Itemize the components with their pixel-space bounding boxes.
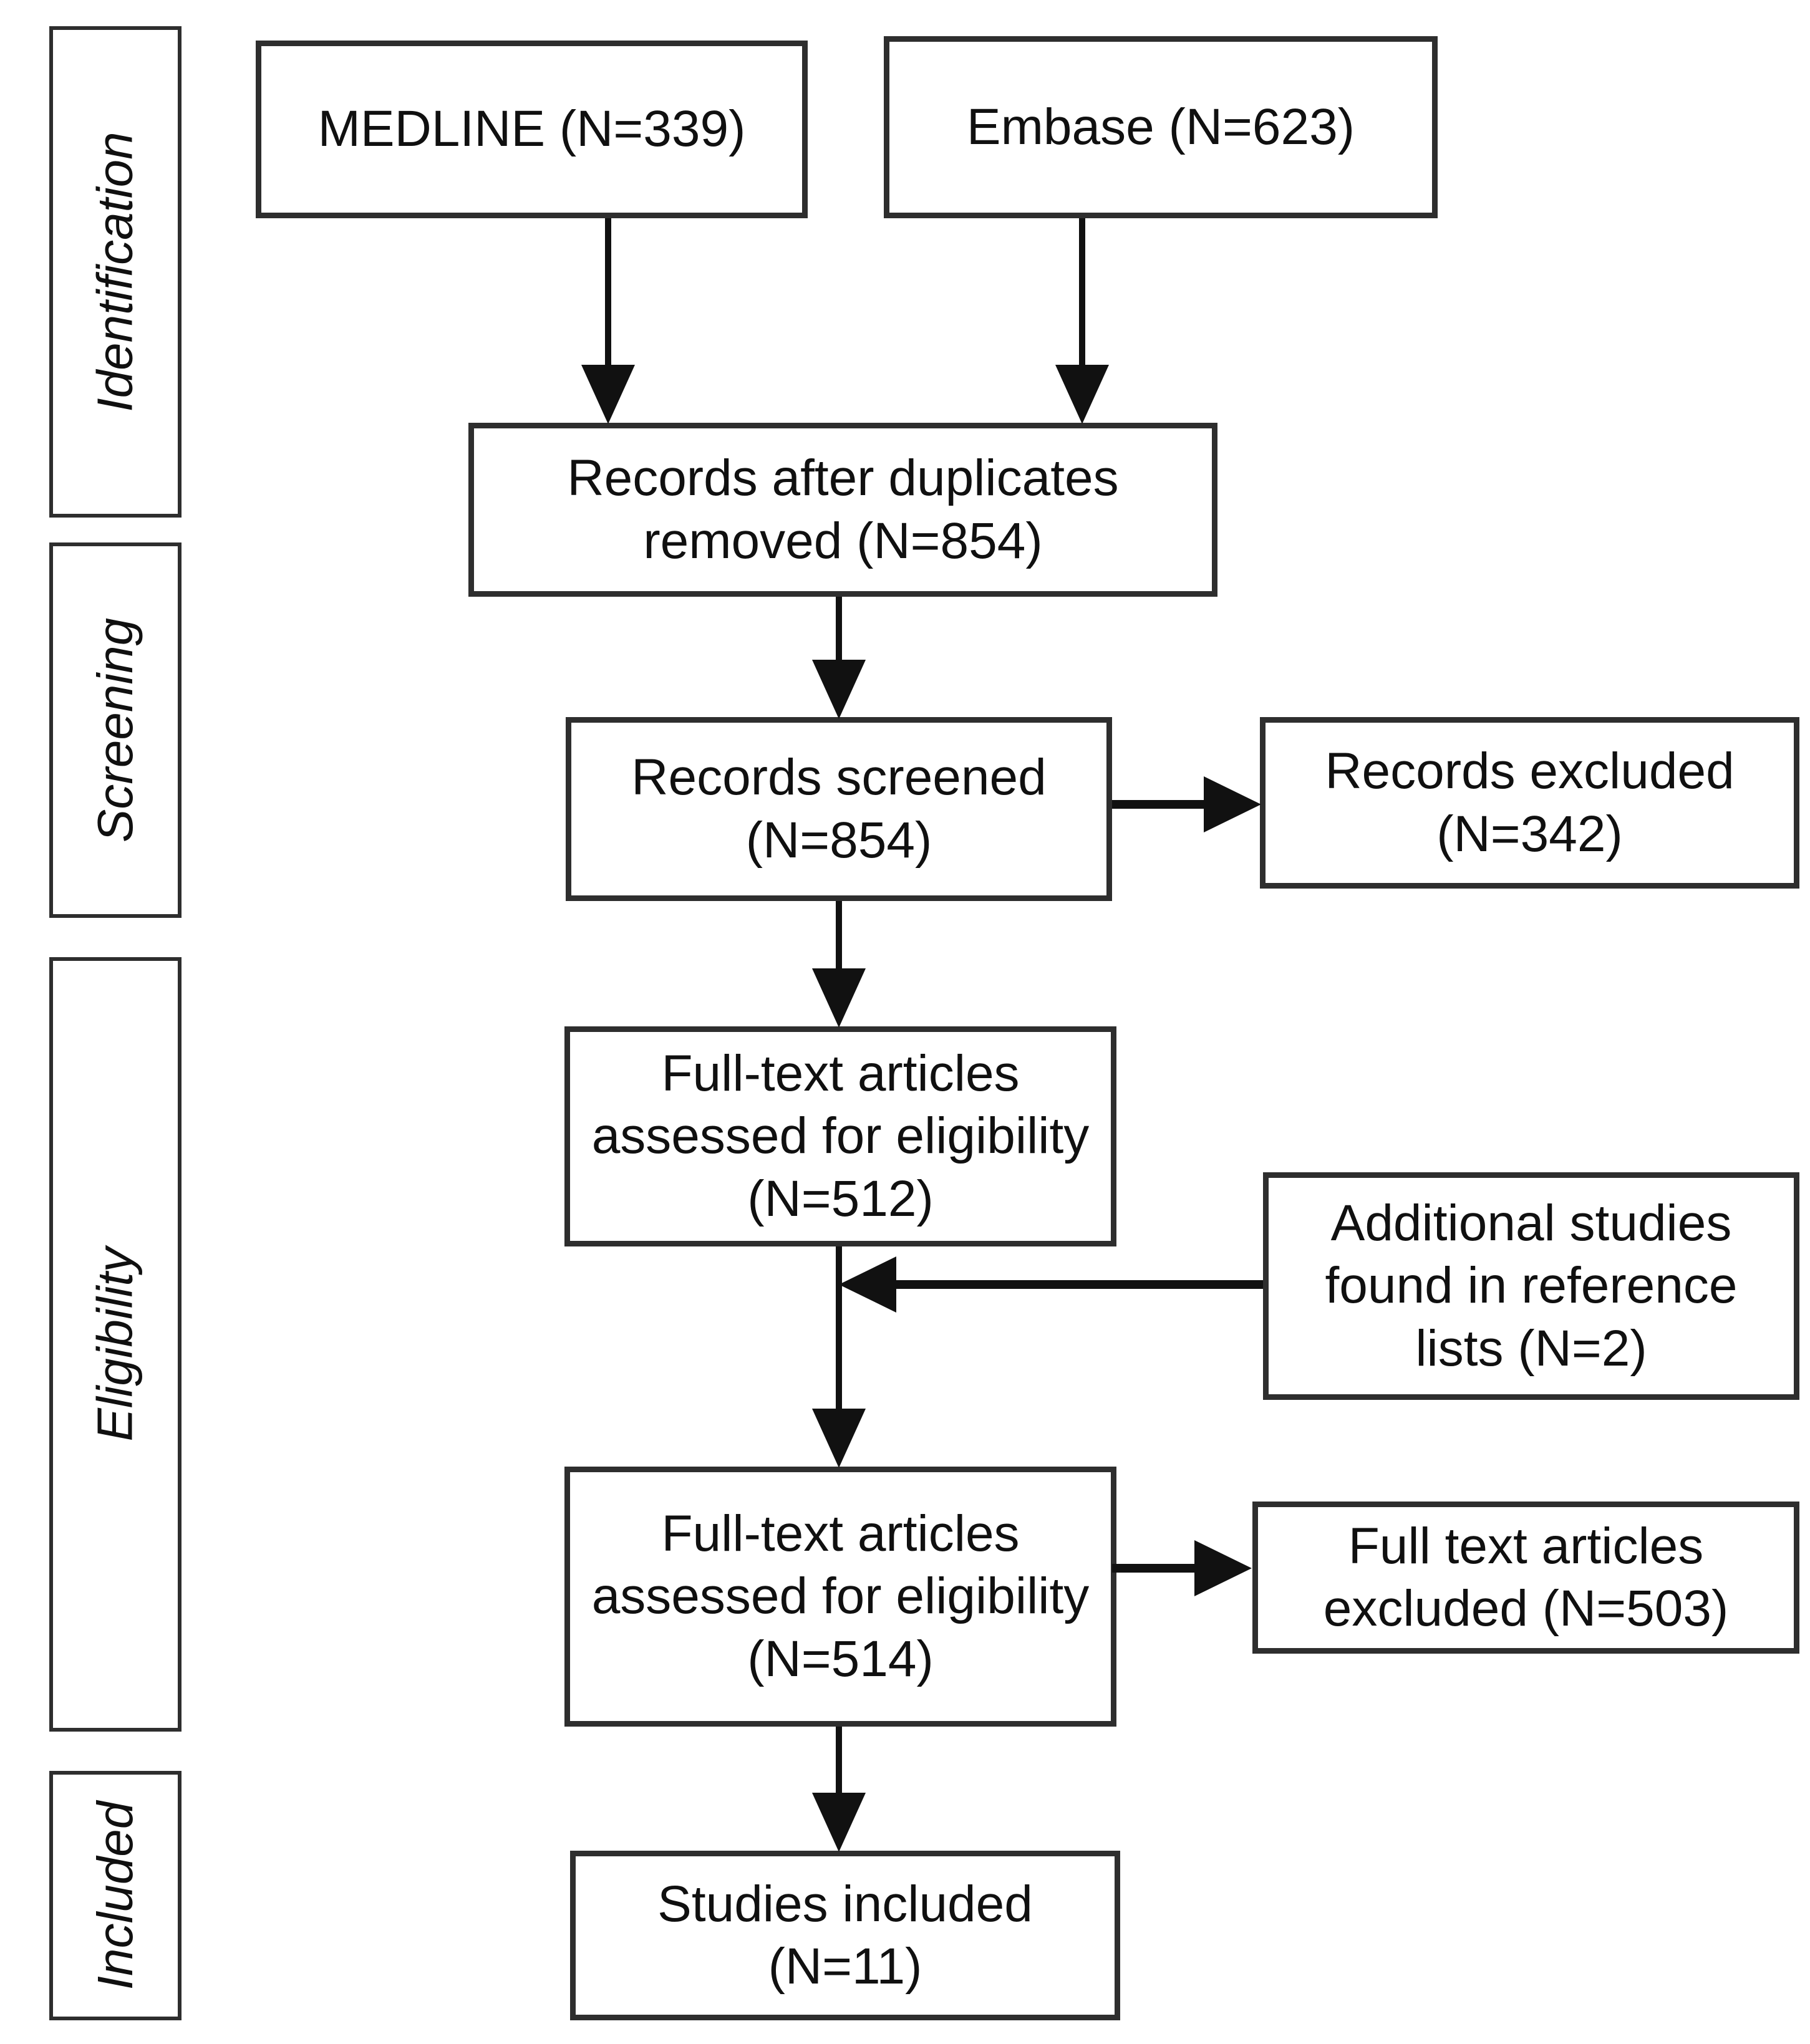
arrow-embase-to-duplicates-head-icon [1055,365,1109,424]
box-additional-studies: Additional studies found in reference li… [1263,1172,1799,1400]
box-fulltext-excluded: Full text articles excluded (N=503) [1252,1502,1799,1654]
arrow-fulltext514-to-excluded-line [1112,1564,1196,1573]
arrow-fulltext512-to-fulltext514-head-icon [812,1409,866,1468]
arrow-fulltext514-to-included-head-icon [812,1793,866,1852]
box-duplicates-removed: Records after duplicates removed (N=854) [468,423,1217,597]
arrow-additional-to-flow-line [896,1280,1263,1289]
arrow-fulltext514-to-included-line [836,1727,842,1793]
box-medline: MEDLINE (N=339) [256,41,808,218]
stage-box-screening: Screening [49,542,181,918]
stage-box-included: Included [49,1771,181,2020]
arrow-medline-to-duplicates-line [605,218,611,365]
box-fulltext-assessed-512-text: Full-text articles assessed for eligibil… [591,1045,1090,1227]
stage-label-screening: Screening [87,617,143,843]
arrow-duplicates-to-screened-line [836,597,842,660]
arrow-screened-to-excluded-head-icon [1204,776,1261,832]
box-records-excluded: Records excluded (N=342) [1260,717,1799,889]
stage-box-identification: Identification [49,26,181,518]
box-additional-studies-text: Additional studies found in reference li… [1325,1195,1738,1377]
box-embase: Embase (N=623) [884,36,1438,218]
box-fulltext-excluded-text: Full text articles excluded (N=503) [1323,1517,1729,1637]
box-records-screened: Records screened (N=854) [566,717,1112,901]
box-studies-included: Studies included (N=11) [570,1851,1120,2020]
arrow-fulltext514-to-excluded-head-icon [1194,1540,1252,1596]
box-fulltext-assessed-514: Full-text articles assessed for eligibil… [564,1467,1116,1727]
box-records-screened-text: Records screened (N=854) [631,749,1047,869]
box-fulltext-assessed-514-text: Full-text articles assessed for eligibil… [591,1505,1090,1687]
box-fulltext-assessed-512: Full-text articles assessed for eligibil… [564,1026,1116,1246]
stage-box-eligibility: Eligibility [49,957,181,1732]
arrow-medline-to-duplicates-head-icon [581,365,635,424]
stage-label-eligibility: Eligibility [87,1247,143,1442]
box-duplicates-removed-text: Records after duplicates removed (N=854) [567,450,1119,569]
arrow-fulltext512-to-fulltext514-line [836,1246,842,1409]
arrow-screened-to-excluded-line [1112,800,1206,809]
box-records-excluded-text: Records excluded (N=342) [1325,743,1735,862]
arrow-additional-to-flow-head-icon [839,1256,896,1313]
stage-label-included: Included [87,1801,143,1990]
arrow-embase-to-duplicates-line [1079,218,1085,365]
arrow-screened-to-fulltext512-line [836,901,842,968]
stage-label-identification: Identification [87,132,143,412]
arrow-screened-to-fulltext512-head-icon [812,968,866,1028]
box-studies-included-text: Studies included (N=11) [657,1875,1033,1995]
box-medline-text: MEDLINE (N=339) [317,100,746,158]
box-embase-text: Embase (N=623) [966,98,1355,155]
arrow-duplicates-to-screened-head-icon [812,660,866,719]
